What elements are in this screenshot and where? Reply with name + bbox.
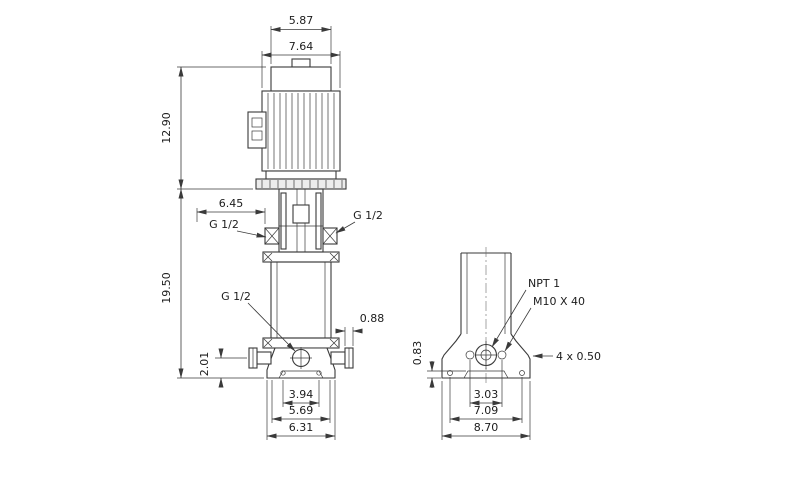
coupling-guard-right [315,192,322,250]
foot-hole [519,370,525,376]
dim-fan-cover-width: 5.87 [289,14,314,27]
dim-pump-height: 19.50 [160,272,173,304]
foot-hole [447,370,453,376]
head-port-left [264,227,280,245]
label-port-top-left: G 1/2 [209,218,239,231]
base-port-right [330,347,354,369]
foot-hole [316,370,322,376]
chamber-stack [262,251,340,349]
head-port-right [322,227,338,245]
label-gauge-port: G 1/2 [221,290,251,303]
motor [247,58,341,180]
foot-hole [280,370,286,376]
label-anchor-bolt: M10 X 40 [533,295,585,308]
sleeve [270,261,332,339]
dim-port-center-height: 2.01 [198,352,211,377]
dim-side-bolt-span-outer: 7.09 [474,404,499,417]
side-view: 0.83 3.03 7.09 8.70 NPT 1 M10 X 40 4 x 0… [411,247,601,440]
front-port-labels: G 1/2 G 1/2 G 1/2 [209,209,383,352]
dim-side-bolt-span-inner: 3.03 [474,388,499,401]
front-dimensions: 5.87 7.64 12.90 19.50 6.45 0.88 [160,14,384,440]
motor-fins [267,93,335,169]
dim-side-base-width: 8.70 [474,421,499,434]
label-foot-holes: 4 x 0.50 [556,350,601,363]
pump-head [264,188,338,253]
dim-head-port-span: 6.45 [219,197,244,210]
gauge-port-circle [290,347,312,369]
coupling [292,204,310,224]
terminal-box [247,111,267,149]
dim-bolt-span-outer: 5.69 [289,404,314,417]
dim-foot-pad-height: 0.83 [411,341,424,366]
dim-motor-width: 7.64 [289,40,314,53]
dim-motor-height: 12.90 [160,112,173,144]
motor-foot [265,170,337,180]
base-side [441,333,531,379]
label-suction-port: NPT 1 [528,277,560,290]
side-dimensions: 0.83 3.03 7.09 8.70 [411,341,531,440]
coupling-guard-left [280,192,287,250]
front-view: 5.87 7.64 12.90 19.50 6.45 0.88 [160,14,384,440]
suction-port-circle [474,341,498,369]
dim-base-width: 6.31 [289,421,314,434]
side-labels: NPT 1 M10 X 40 4 x 0.50 [491,277,601,363]
bottom-flange [262,337,340,349]
base-port-left [248,347,272,369]
motor-adapter [255,178,347,190]
label-port-top-right: G 1/2 [353,209,383,222]
dim-bolt-span-inner: 3.94 [289,388,314,401]
anchor-bolt-hole [465,350,475,360]
pump-base [248,347,354,379]
top-flange [262,251,340,263]
dim-port-flange-thickness: 0.88 [360,312,385,325]
anchor-bolt-hole [497,350,507,360]
